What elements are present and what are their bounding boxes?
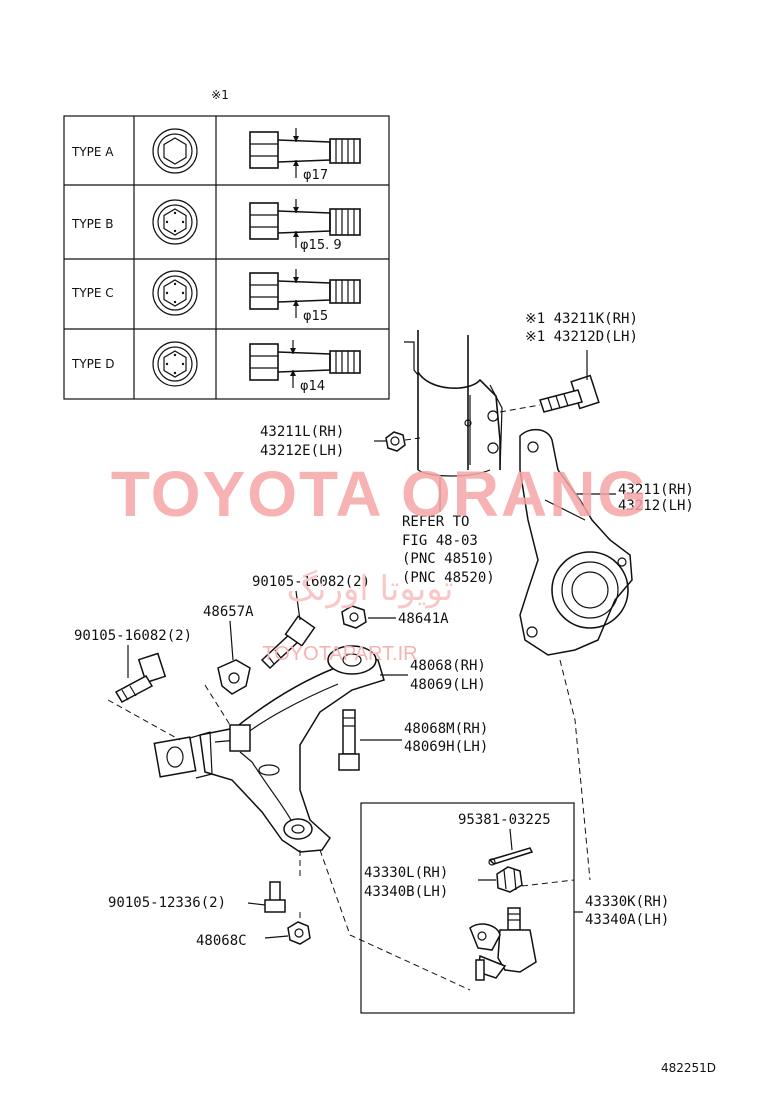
strut-illustration [404, 330, 503, 477]
type-a-bolt-icon [249, 128, 361, 178]
type-b-label: TYPE B [71, 217, 114, 231]
small-bolt-illustration [264, 881, 286, 913]
vertical-bolt-illustration [338, 709, 360, 771]
bolt-type-table: ※1 TYPE A TYPE B TYPE C TYPE D [63, 88, 390, 400]
arm-bolt-label: 90105-16082(2) [74, 628, 192, 644]
bracket-bolt-illustration [260, 615, 316, 670]
type-b-bolt-icon [249, 199, 361, 248]
watermark-persian: تویوتا اورنگ [287, 569, 454, 609]
watermark-url: TOYOTAPART.IR [262, 643, 417, 665]
type-c-diameter: φ15 [303, 309, 328, 324]
ball-joint-lh-label: 43340A(LH) [585, 912, 669, 928]
castle-nut-rh-label: 43330L(RH) [364, 865, 448, 881]
type-c-label: TYPE C [71, 286, 114, 300]
bolt-lh-label: ※1 43212D(LH) [525, 329, 638, 345]
cotter-pin-label: 95381-03225 [458, 812, 551, 828]
type-d-diameter: φ14 [300, 379, 325, 394]
ball-joint-illustration [469, 907, 537, 981]
vertical-bolt-lh-label: 48069H(LH) [404, 739, 488, 755]
type-d-head-icon [152, 341, 198, 387]
bolt-rh-label: ※1 43211K(RH) [525, 311, 638, 327]
vertical-bolt-rh-label: 48068M(RH) [404, 721, 488, 737]
lower-arm-lh-label: 48069(LH) [410, 677, 486, 693]
table-note-mark: ※1 [211, 88, 229, 102]
arm-bolt-illustration [114, 652, 167, 703]
nut-rh-label: 43211L(RH) [260, 424, 344, 440]
knuckle-rh-label: 43211(RH) [618, 482, 694, 498]
cotter-pin-illustration [488, 847, 534, 866]
type-c-bolt-icon [249, 269, 361, 318]
bracket-bolt-label: 90105-16082(2) [252, 574, 370, 590]
knuckle-lh-label: 43212(LH) [618, 498, 694, 514]
type-d-label: TYPE D [71, 357, 115, 371]
castle-nut-lh-label: 43340B(LH) [364, 884, 448, 900]
strut-nut-illustration [385, 431, 406, 452]
type-b-diameter: φ15. 9 [300, 238, 342, 253]
bracket-illustration [217, 659, 251, 695]
type-a-label: TYPE A [71, 145, 114, 159]
castle-nut-illustration [496, 866, 523, 893]
small-bolt-label: 90105-12336(2) [108, 895, 226, 911]
lower-arm-illustration [153, 645, 385, 853]
bracket-label: 48657A [203, 604, 254, 620]
type-a-diameter: φ17 [303, 168, 328, 183]
type-b-head-icon [152, 199, 198, 245]
small-nut-illustration [287, 921, 311, 945]
steering-knuckle-illustration [519, 428, 633, 656]
ball-joint-rh-label: 43330K(RH) [585, 894, 669, 910]
arm-nut-illustration [341, 605, 367, 629]
type-a-head-icon [152, 128, 198, 174]
ball-joint-box [360, 802, 575, 1014]
type-d-bolt-icon [249, 340, 361, 388]
refer-to-line3: (PNC 48510) [402, 551, 495, 567]
arm-nut-label: 48641A [398, 611, 449, 627]
upper-bolt-illustration [539, 350, 600, 413]
refer-to-line4: (PNC 48520) [402, 570, 495, 586]
nut-lh-label: 43212E(LH) [260, 443, 344, 459]
type-c-head-icon [152, 270, 198, 316]
refer-to-line1: REFER TO [402, 514, 469, 530]
refer-to-line2: FIG 48-03 [402, 533, 478, 549]
figure-code: 482251D [661, 1061, 716, 1075]
small-nut-label: 48068C [196, 933, 247, 949]
lower-arm-rh-label: 48068(RH) [410, 658, 486, 674]
watermark-main: TOYOTA ORANG [111, 458, 649, 530]
